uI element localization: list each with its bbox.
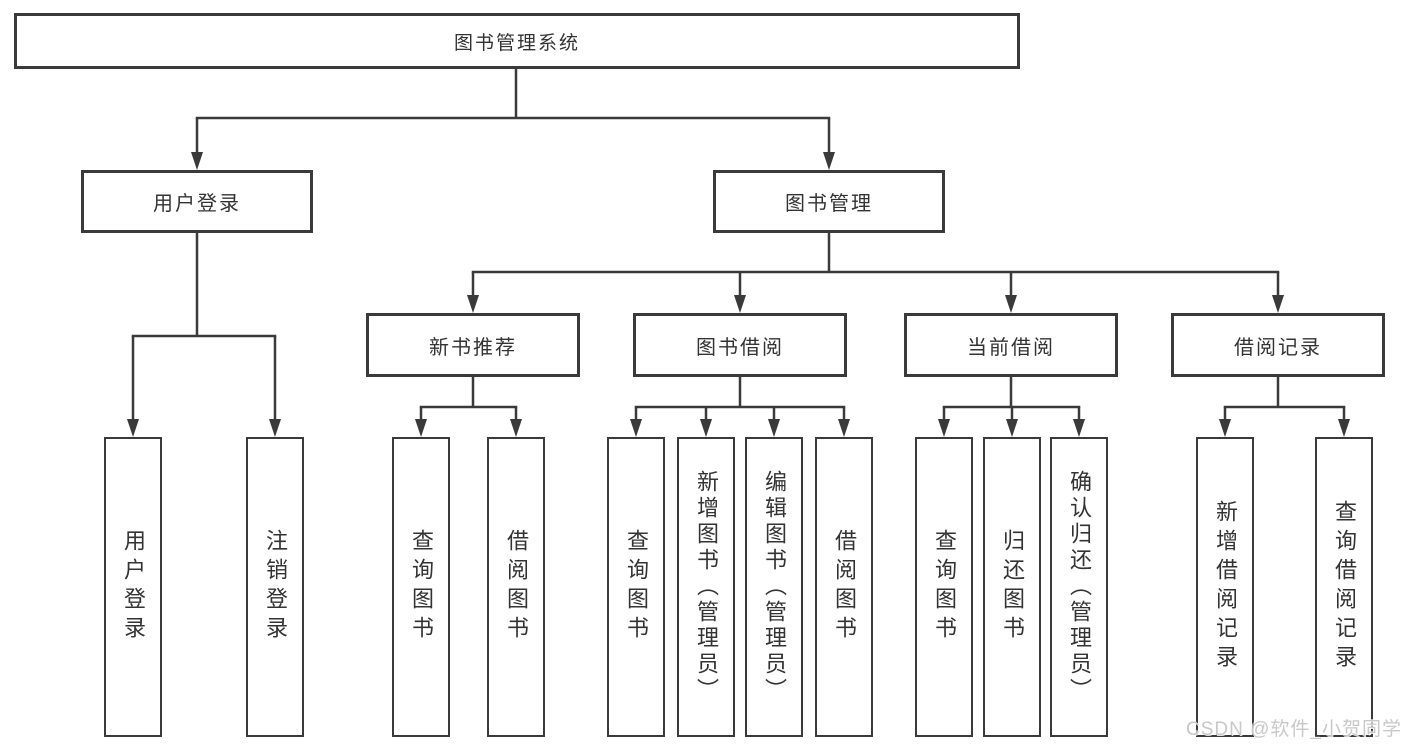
leaf-confirm-return-admin: 确认归还（管理员）	[1050, 437, 1108, 737]
leaf-query-books-1-label: 查询图书	[409, 529, 434, 645]
node-new-book-recommend: 新书推荐	[366, 313, 580, 377]
node-user-login-label: 用户登录	[153, 193, 241, 215]
leaf-query-books-2-label: 查询图书	[624, 529, 649, 645]
leaf-logout-label: 注销登录	[263, 529, 288, 645]
leaf-add-borrow-record-label: 新增借阅记录	[1213, 500, 1238, 674]
node-user-login: 用户登录	[81, 170, 313, 233]
node-borrow-record: 借阅记录	[1171, 313, 1385, 377]
leaf-borrow-books-1-label: 借阅图书	[504, 529, 529, 645]
leaf-query-books-1: 查询图书	[392, 437, 450, 737]
leaf-query-borrow-record-label: 查询借阅记录	[1332, 500, 1357, 674]
leaf-add-borrow-record: 新增借阅记录	[1196, 437, 1254, 737]
connector-current-borrow-to-leaves	[938, 377, 1085, 437]
node-current-borrow: 当前借阅	[904, 313, 1118, 377]
leaf-borrow-books-2: 借阅图书	[815, 437, 873, 737]
watermark: CSDN @软件_小贺同学	[1186, 719, 1402, 740]
leaf-user-login: 用户登录	[104, 437, 162, 737]
node-current-borrow-label: 当前借阅	[967, 336, 1055, 359]
leaf-query-borrow-record: 查询借阅记录	[1315, 437, 1373, 737]
leaf-borrow-books-1: 借阅图书	[487, 437, 545, 737]
leaf-query-books-3-label: 查询图书	[932, 529, 957, 645]
leaf-logout: 注销登录	[246, 437, 304, 737]
connector-root-to-level2	[191, 68, 835, 170]
connector-borrow-record-to-leaves	[1219, 377, 1350, 437]
leaf-confirm-return-admin-label: 确认归还（管理员）	[1067, 470, 1092, 704]
leaf-return-book: 归还图书	[983, 437, 1041, 737]
connector-book-management-to-level3	[467, 232, 1284, 313]
leaf-query-books-2: 查询图书	[607, 437, 665, 737]
node-borrow-record-label: 借阅记录	[1234, 336, 1322, 359]
node-book-management-label: 图书管理	[785, 193, 873, 215]
node-book-borrow: 图书借阅	[633, 313, 847, 377]
node-new-book-recommend-label: 新书推荐	[429, 336, 517, 359]
leaf-add-book-admin-label: 新增图书（管理员）	[694, 470, 719, 704]
leaf-add-book-admin: 新增图书（管理员）	[677, 437, 735, 737]
node-book-borrow-label: 图书借阅	[696, 336, 784, 359]
connector-new-book-to-leaves	[415, 377, 522, 437]
leaf-edit-book-admin: 编辑图书（管理员）	[745, 437, 803, 737]
leaf-edit-book-admin-label: 编辑图书（管理员）	[762, 470, 787, 704]
leaf-return-book-label: 归还图书	[1000, 529, 1025, 645]
connector-user-login-to-leaves	[127, 232, 281, 437]
root-node-label: 图书管理系统	[453, 32, 580, 54]
root-node: 图书管理系统	[14, 13, 1020, 69]
leaf-query-books-3: 查询图书	[915, 437, 973, 737]
leaf-borrow-books-2-label: 借阅图书	[832, 529, 857, 645]
node-book-management: 图书管理	[713, 170, 945, 233]
leaf-user-login-label: 用户登录	[121, 529, 146, 645]
connector-book-borrow-to-leaves	[630, 377, 850, 437]
